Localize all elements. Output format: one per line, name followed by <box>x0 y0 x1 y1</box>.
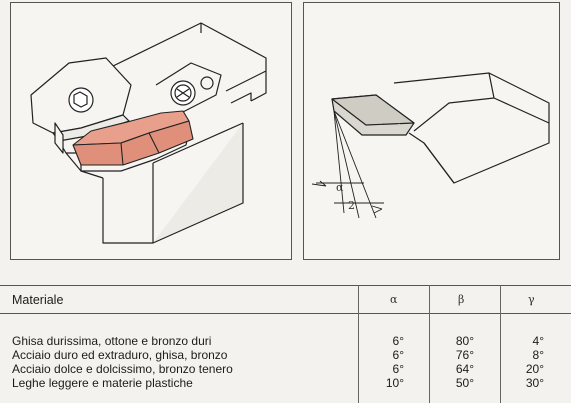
cutting-angles-figure: α 2 <box>303 2 560 260</box>
row-material: Acciaio duro ed extraduro, ghisa, bronzo <box>12 348 228 362</box>
angles-table: Materiale α β γ Ghisa durissima, ottone … <box>0 285 571 403</box>
table-top-rule <box>0 285 571 286</box>
alpha-label: α <box>336 181 344 194</box>
row-beta: 64° <box>455 362 474 376</box>
header-material: Materiale <box>12 293 64 307</box>
column-divider <box>500 285 501 403</box>
row-beta: 80° <box>455 334 474 348</box>
header-gamma: γ <box>528 293 535 306</box>
row-alpha: 6° <box>392 362 404 376</box>
angle-2-label: 2 <box>348 199 355 212</box>
header-alpha: α <box>390 293 398 306</box>
row-beta: 50° <box>455 376 474 390</box>
row-alpha: 10° <box>385 376 404 390</box>
row-alpha: 6° <box>392 348 404 362</box>
table-header-rule <box>0 313 571 314</box>
row-alpha: 6° <box>392 334 404 348</box>
row-material: Leghe leggere e materie plastiche <box>12 376 193 390</box>
row-beta: 76° <box>455 348 474 362</box>
column-divider <box>358 285 359 403</box>
column-divider <box>429 285 430 403</box>
tool-holder-drawing <box>30 22 267 244</box>
row-gamma: 4° <box>532 334 544 348</box>
header-beta: β <box>458 293 465 306</box>
tool-holder-figure <box>10 2 292 260</box>
row-material: Acciaio dolce e dolcissimo, bronzo tener… <box>12 362 233 376</box>
cutting-angles-drawing <box>311 72 550 219</box>
row-gamma: 30° <box>525 376 544 390</box>
row-material: Ghisa durissima, ottone e bronzo duri <box>12 334 212 348</box>
row-gamma: 20° <box>525 362 544 376</box>
row-gamma: 8° <box>532 348 544 362</box>
